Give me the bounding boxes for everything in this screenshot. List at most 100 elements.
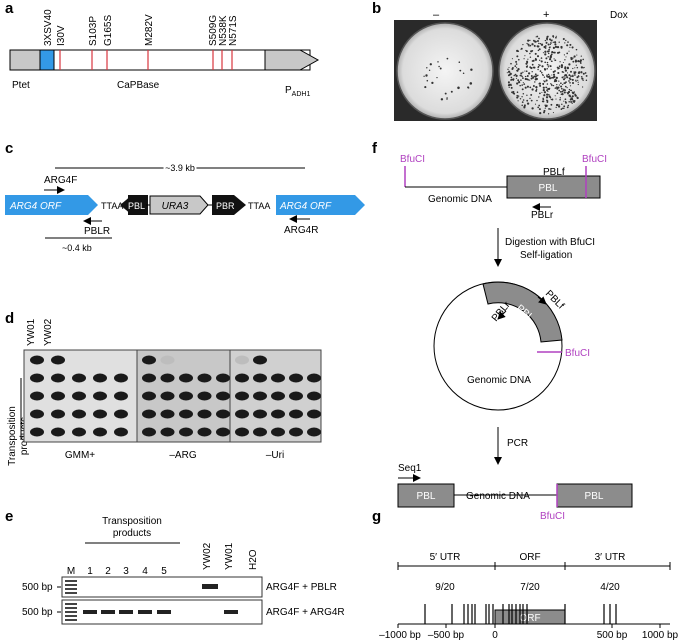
colony: [560, 82, 562, 85]
colony: [566, 72, 569, 74]
colony: [582, 72, 585, 75]
media-label-gmm: GMM+: [65, 450, 95, 461]
colony: [582, 79, 584, 82]
yeast-patch: [235, 409, 249, 419]
colony: [555, 36, 557, 39]
colony: [521, 104, 523, 107]
colony: [508, 73, 511, 76]
mutation-label: G165S: [103, 15, 114, 46]
colony: [506, 72, 508, 74]
colony: [560, 87, 563, 90]
colony: [544, 107, 546, 109]
colony: [551, 50, 554, 54]
colony: [537, 106, 540, 109]
band-lane5: [157, 610, 171, 614]
arg4-orf-right: [276, 195, 365, 215]
ptet-box: [9, 49, 41, 71]
colony: [546, 93, 549, 96]
colony: [558, 51, 561, 54]
colony: [563, 82, 566, 85]
colony: [538, 104, 541, 107]
colony: [520, 79, 522, 81]
yeast-patch: [307, 373, 321, 383]
colony: [564, 85, 567, 88]
colony: [557, 71, 560, 75]
colony: [530, 50, 533, 53]
colony: [549, 38, 551, 41]
colony: [574, 74, 576, 76]
colony: [546, 63, 549, 66]
colony: [560, 85, 563, 88]
colony: [521, 96, 523, 98]
colony: [551, 84, 553, 87]
colony: [552, 112, 554, 114]
yeast-patch: [197, 373, 212, 383]
ptet-label: Ptet: [12, 80, 30, 91]
colony: [563, 88, 565, 90]
colony: [573, 91, 575, 93]
yeast-patches: [30, 355, 321, 437]
pblf-label: PBLf: [543, 167, 565, 178]
colony: [564, 101, 567, 103]
colony: [538, 96, 540, 98]
colony: [577, 81, 579, 83]
colony: [515, 74, 518, 78]
colony: [553, 58, 555, 60]
size-label-bottom: 500 bp: [22, 607, 53, 618]
yeast-patch: [93, 409, 107, 419]
colony: [563, 76, 565, 78]
colony: [555, 98, 557, 100]
colony: [567, 104, 570, 107]
yeast-patch: [271, 427, 285, 437]
colony: [551, 39, 553, 41]
colony: [507, 70, 511, 73]
colony: [571, 98, 574, 101]
colony: [526, 94, 528, 97]
pbl-left-label: PBL: [417, 491, 436, 502]
colony: [570, 58, 573, 61]
yeast-patch: [235, 391, 249, 401]
colony: [564, 42, 566, 44]
colony: [569, 89, 572, 92]
yeast-patch: [51, 355, 65, 365]
colony: [535, 36, 537, 38]
colony: [546, 100, 549, 102]
yeast-patch: [160, 427, 175, 437]
colony: [564, 69, 568, 72]
colony: [548, 107, 551, 110]
colony: [524, 77, 527, 81]
bfucl-pcr-label: BfuCI: [540, 511, 565, 522]
yeast-patch: [197, 409, 212, 419]
orf-box-label: ORF: [519, 613, 540, 624]
colony: [512, 90, 514, 93]
colony: [545, 79, 548, 82]
colony: [577, 83, 579, 86]
yeast-patch: [179, 391, 193, 401]
colony: [431, 81, 434, 85]
arg4-orf-left: [5, 195, 98, 215]
arg4f-label: ARG4F: [44, 175, 77, 186]
colony: [517, 79, 520, 82]
colony: [530, 77, 533, 80]
colony: [526, 42, 528, 45]
utr5-label: 5′ UTR: [430, 552, 461, 563]
pbl-label: PBL: [128, 201, 145, 211]
colony: [517, 100, 519, 102]
colony: [550, 103, 553, 106]
colony: [439, 67, 442, 70]
yeast-patch: [114, 427, 128, 437]
colony: [550, 68, 552, 70]
yeast-patch: [93, 391, 107, 401]
band-yw01: [224, 610, 238, 614]
yeast-patch: [289, 409, 303, 419]
colony: [568, 80, 570, 82]
colony: [529, 56, 532, 58]
colony: [533, 44, 536, 47]
colony: [526, 60, 529, 63]
colony: [567, 90, 571, 94]
colony: [532, 85, 535, 87]
colony: [547, 73, 550, 76]
bfucl-label-left: BfuCI: [400, 154, 425, 165]
colony: [554, 41, 557, 44]
colony: [536, 99, 538, 102]
